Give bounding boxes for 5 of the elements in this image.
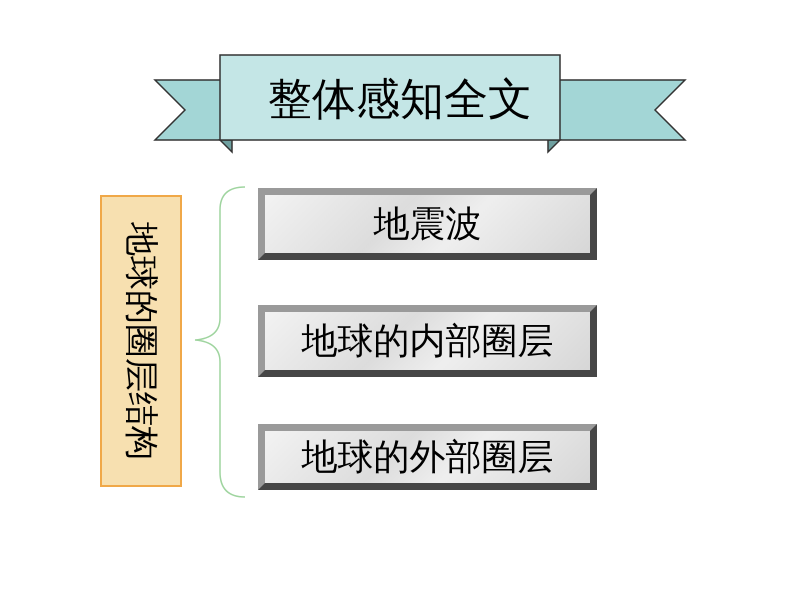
vertical-label-box: 地球的圈层结构 [100,195,182,487]
banner-title: 整体感知全文 [268,73,532,127]
topic-box: 地震波 [258,188,597,260]
topic-box: 地球的内部圈层 [258,305,597,377]
topic-box: 地球的外部圈层 [258,424,597,490]
